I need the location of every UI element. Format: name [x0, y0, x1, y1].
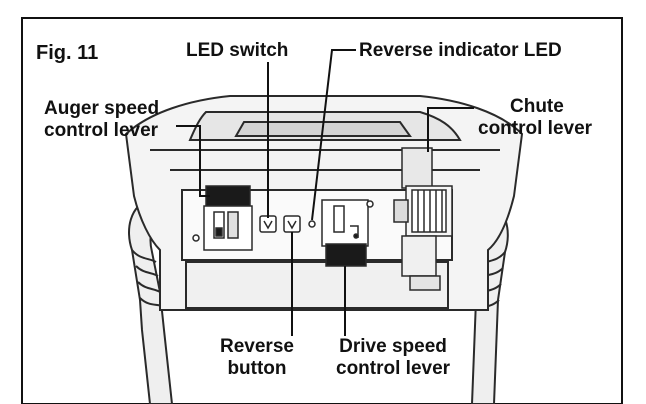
chute-leader: [427, 107, 474, 152]
label-chute-line1: Chute: [510, 96, 564, 117]
label-drive-line1: Drive speed: [339, 336, 447, 357]
auger-lever-module: [192, 185, 253, 251]
figure-number: Fig. 11: [36, 42, 99, 64]
drive-lever-module: [321, 199, 374, 267]
label-chute-control-lever: Chute control lever: [478, 96, 592, 140]
label-reverse-indicator-led: Reverse indicator LED: [359, 40, 562, 61]
led-switch-button: [259, 215, 277, 233]
reverse-button: [283, 215, 301, 233]
reverse-indicator-leader: [311, 49, 356, 221]
label-auger-line2: control lever: [44, 120, 159, 141]
label-auger-speed-control-lever: Auger speed control lever: [44, 98, 159, 142]
label-reverse-line2: button: [227, 358, 287, 379]
label-reverse-button: Reverse button: [220, 336, 294, 380]
label-chute-line2: control lever: [478, 118, 593, 139]
label-auger-line1: Auger speed: [44, 98, 160, 119]
leader-lines: [176, 49, 474, 336]
label-led-switch: LED switch: [186, 40, 289, 61]
label-drive-speed-control-lever: Drive speed control lever: [336, 336, 450, 380]
figure-border: [21, 17, 623, 404]
button-group: [259, 215, 316, 233]
chute-lever-module: [393, 147, 453, 291]
label-reverse-line1: Reverse: [220, 336, 294, 357]
label-drive-line2: control lever: [336, 358, 451, 379]
auger-leader: [176, 125, 210, 197]
reverse-indicator-led: [308, 220, 316, 228]
